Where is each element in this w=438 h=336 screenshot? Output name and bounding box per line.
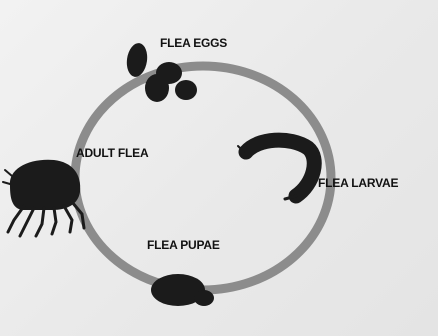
flea-eggs-label: FLEA EGGS xyxy=(160,36,227,50)
flea-pupae-label: FLEA PUPAE xyxy=(147,238,220,252)
adult-flea-icon xyxy=(3,160,84,236)
adult-flea-label: ADULT FLEA xyxy=(76,146,148,160)
flea-eggs-icon xyxy=(125,42,197,102)
flea-larvae-label: FLEA LARVAE xyxy=(318,176,398,190)
cycle-ring xyxy=(75,66,331,290)
flea-larva-icon xyxy=(238,140,314,199)
flea-pupa-icon xyxy=(151,274,214,306)
